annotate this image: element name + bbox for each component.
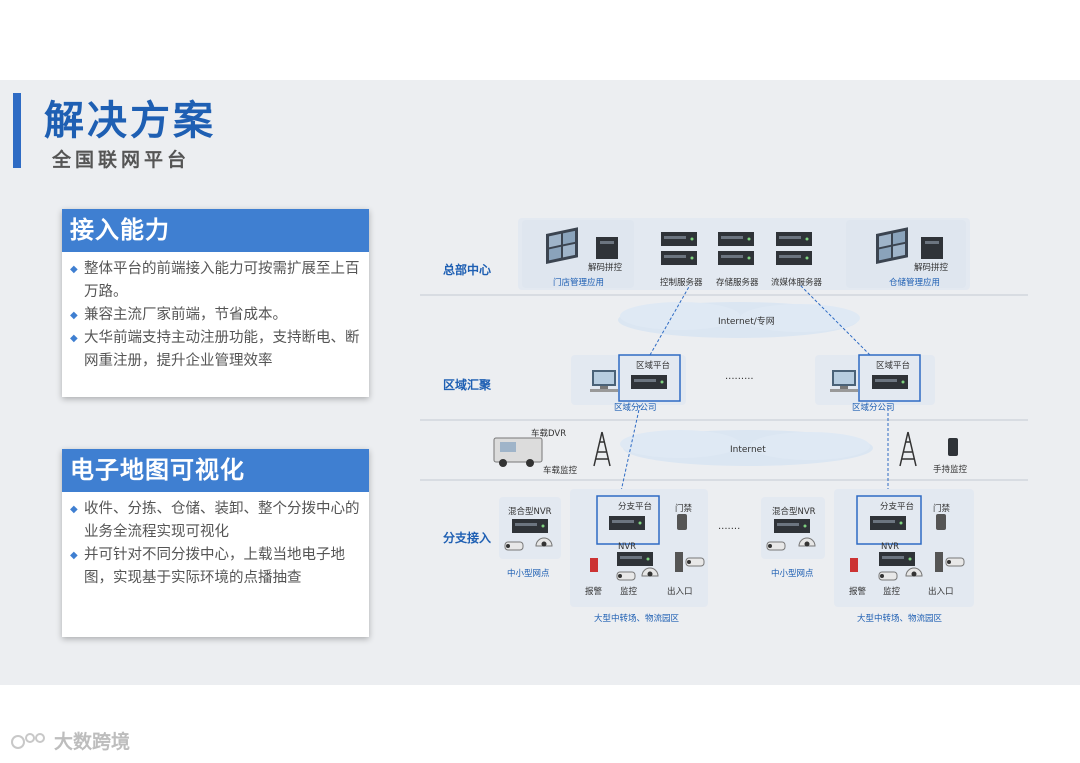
access-control-icon xyxy=(677,514,687,530)
branch-platform-label: 分支平台 xyxy=(618,501,652,512)
alarm-label: 报警 xyxy=(849,586,867,597)
nvr-label: NVR xyxy=(618,542,636,552)
warehouse-app-label: 仓储管理应用 xyxy=(889,277,940,288)
storage-server-icon xyxy=(718,232,754,246)
storage-server-label: 存储服务器 xyxy=(716,277,759,288)
decoder-label-left: 解码拼控 xyxy=(588,262,623,273)
cloud-label-top: Internet/专网 xyxy=(718,315,775,327)
card-heading: 电子地图可视化 xyxy=(62,449,369,492)
layer-label-regional: 区域汇聚 xyxy=(443,377,492,392)
regional-ellipsis: ········· xyxy=(725,374,754,385)
control-server-icon xyxy=(661,232,697,246)
regional-platform-box xyxy=(618,354,681,402)
small-site-label: 中小型网点 xyxy=(507,568,550,579)
bullet-item: 收件、分拣、仓储、装卸、整个分拨中心的业务全流程实现可视化 xyxy=(70,498,363,544)
decoder-icon xyxy=(596,237,618,259)
camera-icon xyxy=(766,541,786,551)
regional-company-label-right: 区域分公司 xyxy=(852,402,895,413)
watermark: 大数跨境 xyxy=(10,727,130,754)
nvr-icon xyxy=(879,552,915,566)
watermark-text: 大数跨境 xyxy=(54,731,131,753)
media-server-icon xyxy=(776,232,812,246)
regional-server-icon xyxy=(631,375,667,389)
large-site-label: 大型中转场、物流园区 xyxy=(594,613,680,624)
watermark-logo-icon xyxy=(11,732,45,749)
nvr-icon xyxy=(617,552,653,566)
bullet-item: 并可针对不同分拨中心，上载当地电子地图，实现基于实际环境的点播抽查 xyxy=(70,544,363,590)
vehicle-dvr-label: 车载DVR xyxy=(531,428,566,439)
page-title: 解决方案 xyxy=(44,98,216,144)
decoder-icon xyxy=(921,237,943,259)
branch-ellipsis: ······· xyxy=(718,524,740,535)
camera-icon xyxy=(685,557,705,567)
camera-icon xyxy=(945,557,965,567)
decoder-label-right: 解码拼控 xyxy=(914,262,949,273)
regional-company-label-left: 区域分公司 xyxy=(614,402,657,413)
uplink-arrow xyxy=(649,284,691,356)
handheld-monitor-label: 手持监控 xyxy=(933,464,968,475)
media-server-icon xyxy=(776,251,812,265)
regional-platform-label-left: 区域平台 xyxy=(636,360,670,371)
regional-server-icon xyxy=(872,375,908,389)
card-body: 整体平台的前端接入能力可按需扩展至上百万路。 兼容主流厂家前端，节省成本。 大华… xyxy=(62,252,369,381)
vehicle-monitor-label: 车载监控 xyxy=(543,465,578,476)
camera-icon xyxy=(878,571,898,581)
access-control-label: 门禁 xyxy=(675,503,693,514)
nvr-label: NVR xyxy=(881,542,899,552)
cloud-label-mid: Internet xyxy=(730,445,766,455)
hybrid-nvr-label: 混合型NVR xyxy=(508,506,552,517)
bullet-item: 兼容主流厂家前端，节省成本。 xyxy=(70,304,363,327)
large-site-label: 大型中转场、物流园区 xyxy=(857,613,943,624)
bullet-item: 整体平台的前端接入能力可按需扩展至上百万路。 xyxy=(70,258,363,304)
cell-tower-icon xyxy=(899,431,917,467)
alarm-icon xyxy=(590,558,598,572)
large-site-group xyxy=(570,489,708,607)
small-site-label: 中小型网点 xyxy=(771,568,814,579)
storage-server-icon xyxy=(718,251,754,265)
uplink-arrow xyxy=(799,284,871,356)
hybrid-nvr-icon xyxy=(774,519,810,533)
camera-icon xyxy=(504,541,524,551)
monitor-label: 监控 xyxy=(620,586,638,597)
entrance-label: 出入口 xyxy=(928,586,954,597)
camera-icon xyxy=(616,571,636,581)
layer-label-hq: 总部中心 xyxy=(443,262,491,277)
regional-platform-box xyxy=(858,354,921,402)
map-visualization-card: 电子地图可视化 收件、分拣、仓储、装卸、整个分拨中心的业务全流程实现可视化 并可… xyxy=(62,449,369,637)
control-server-icon xyxy=(661,251,697,265)
branch-server-icon xyxy=(870,516,906,530)
alarm-label: 报警 xyxy=(585,586,603,597)
regional-platform-label-right: 区域平台 xyxy=(876,360,910,371)
barrier-gate-icon xyxy=(935,552,943,572)
branch-platform-box xyxy=(856,495,922,545)
control-server-label: 控制服务器 xyxy=(660,277,703,288)
access-control-label: 门禁 xyxy=(933,503,951,514)
entrance-label: 出入口 xyxy=(667,586,693,597)
bullet-item: 大华前端支持主动注册功能，支持断电、断网重注册，提升企业管理效率 xyxy=(70,327,363,373)
access-control-icon xyxy=(936,514,946,530)
branch-server-icon xyxy=(609,516,645,530)
uplink-arrow xyxy=(619,404,641,497)
page-subtitle: 全国联网平台 xyxy=(52,149,191,171)
monitor-label: 监控 xyxy=(883,586,901,597)
hybrid-nvr-label: 混合型NVR xyxy=(772,506,816,517)
title-accent-bar xyxy=(13,93,21,168)
card-body: 收件、分拣、仓储、装卸、整个分拨中心的业务全流程实现可视化 并可针对不同分拨中心… xyxy=(62,492,369,598)
barrier-gate-icon xyxy=(675,552,683,572)
handheld-device-icon xyxy=(948,438,958,456)
branch-platform-label: 分支平台 xyxy=(880,501,914,512)
alarm-icon xyxy=(850,558,858,572)
cell-tower-icon xyxy=(593,431,611,467)
store-app-label: 门店管理应用 xyxy=(553,277,604,288)
branch-platform-box xyxy=(596,495,660,545)
access-capability-card: 接入能力 整体平台的前端接入能力可按需扩展至上百万路。 兼容主流厂家前端，节省成… xyxy=(62,209,369,397)
media-server-label: 流媒体服务器 xyxy=(771,277,823,288)
layer-label-branch: 分支接入 xyxy=(443,530,491,545)
regional-group-left xyxy=(571,355,686,405)
hybrid-nvr-icon xyxy=(512,519,548,533)
card-heading: 接入能力 xyxy=(62,209,369,252)
